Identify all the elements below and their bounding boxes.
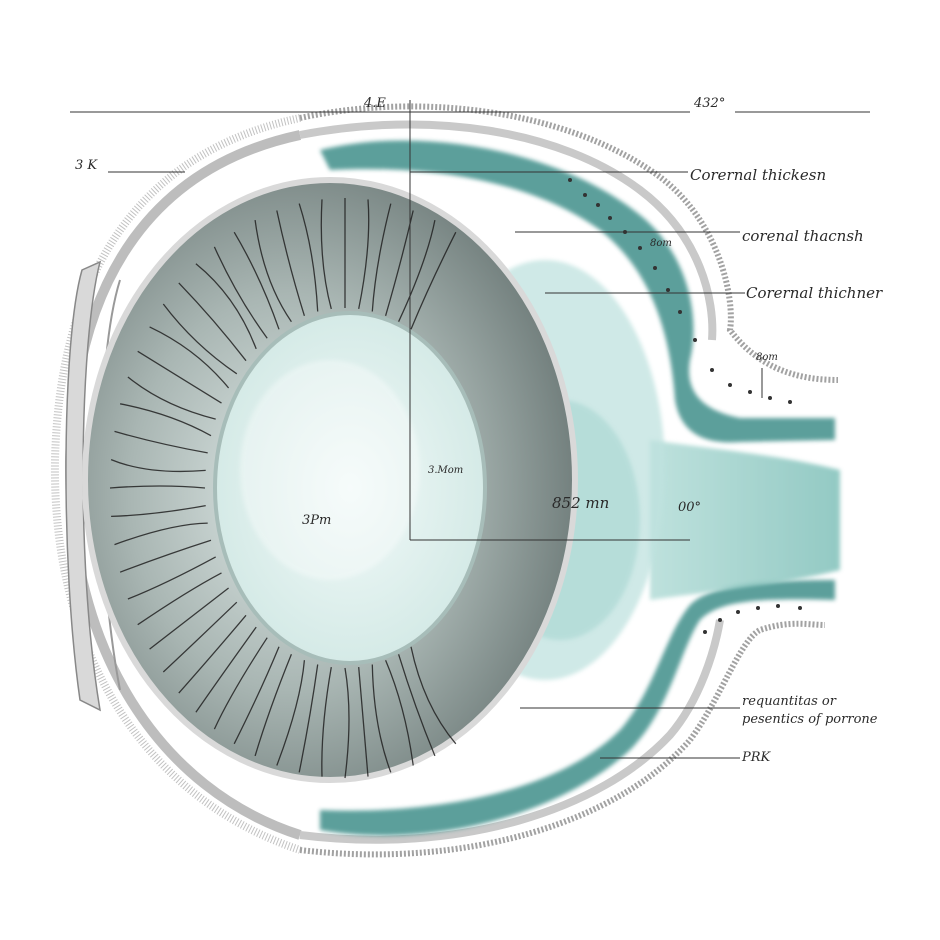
label-measure-852mn: 852 mn [552,494,610,512]
iris-vein [114,430,208,454]
retina-band [320,140,840,836]
iris-vein [398,219,436,322]
label-left-upper: 3 K [75,158,98,173]
iris-vein [149,326,230,389]
iris-vein [371,664,392,773]
iris-vein [385,659,414,766]
iris-vein [233,231,280,330]
iris-vein [358,199,370,310]
label-top-center: 4.E [364,96,386,111]
label-top-right: 432° [694,96,726,111]
iris-vein [114,522,208,546]
iris-vein [298,664,319,773]
iris-vein [162,601,238,673]
iris-vein [213,637,268,730]
label-lower-right-1: requantitas or [742,694,836,709]
iris-vein [162,303,238,375]
iris-vein [254,654,293,757]
iris-vein [321,666,332,777]
iris-vein [137,350,222,404]
iris-vein [358,667,369,777]
label-prk: PRK [742,750,771,765]
iris-vein [254,220,292,323]
iris-vein [178,282,247,362]
label-measure-8om-upper: 8om [650,238,672,249]
label-angle: 00° [678,500,702,515]
iris-vein [344,667,350,779]
nerve-dots [568,178,802,634]
iris-vein [298,203,319,312]
label-lower-right-2: pesentics of porrone [742,712,878,727]
iris-vein [397,654,436,757]
iris-vein [195,626,257,713]
iris-vein [137,572,222,626]
iris-vein [110,458,206,473]
iris-vein [127,556,217,600]
iris-vein [119,403,212,437]
iris-vein [384,210,414,316]
iris-vein [233,646,280,745]
iris-vein [410,231,457,330]
iris-vein [119,539,212,573]
iris-vein [276,210,306,316]
leader-lines [70,100,870,759]
label-center-measure: 3.Mom [428,465,464,476]
iris-vein [178,614,247,694]
iris-vein [195,263,257,350]
label-measure-8om-nerve: 8om [756,352,778,363]
iris-vein [149,587,229,650]
iris-vein [371,203,392,312]
label-corneal-thickness-1: Corernal thickesn [690,166,827,184]
label-lens-center: 3Pm [302,513,332,528]
label-corneal-thickness-2: corenal thacnsh [742,227,864,245]
iris-vein [276,660,306,766]
iris-vein [109,485,206,489]
lens [213,311,487,665]
iris-vein [111,504,206,518]
label-corneal-thickness-3: Corernal thichner [746,284,883,302]
iris-vein [127,376,216,420]
iris-vein [320,199,332,310]
iris-veins [109,198,457,779]
iris-vein [410,646,457,745]
iris-vein [213,246,268,339]
